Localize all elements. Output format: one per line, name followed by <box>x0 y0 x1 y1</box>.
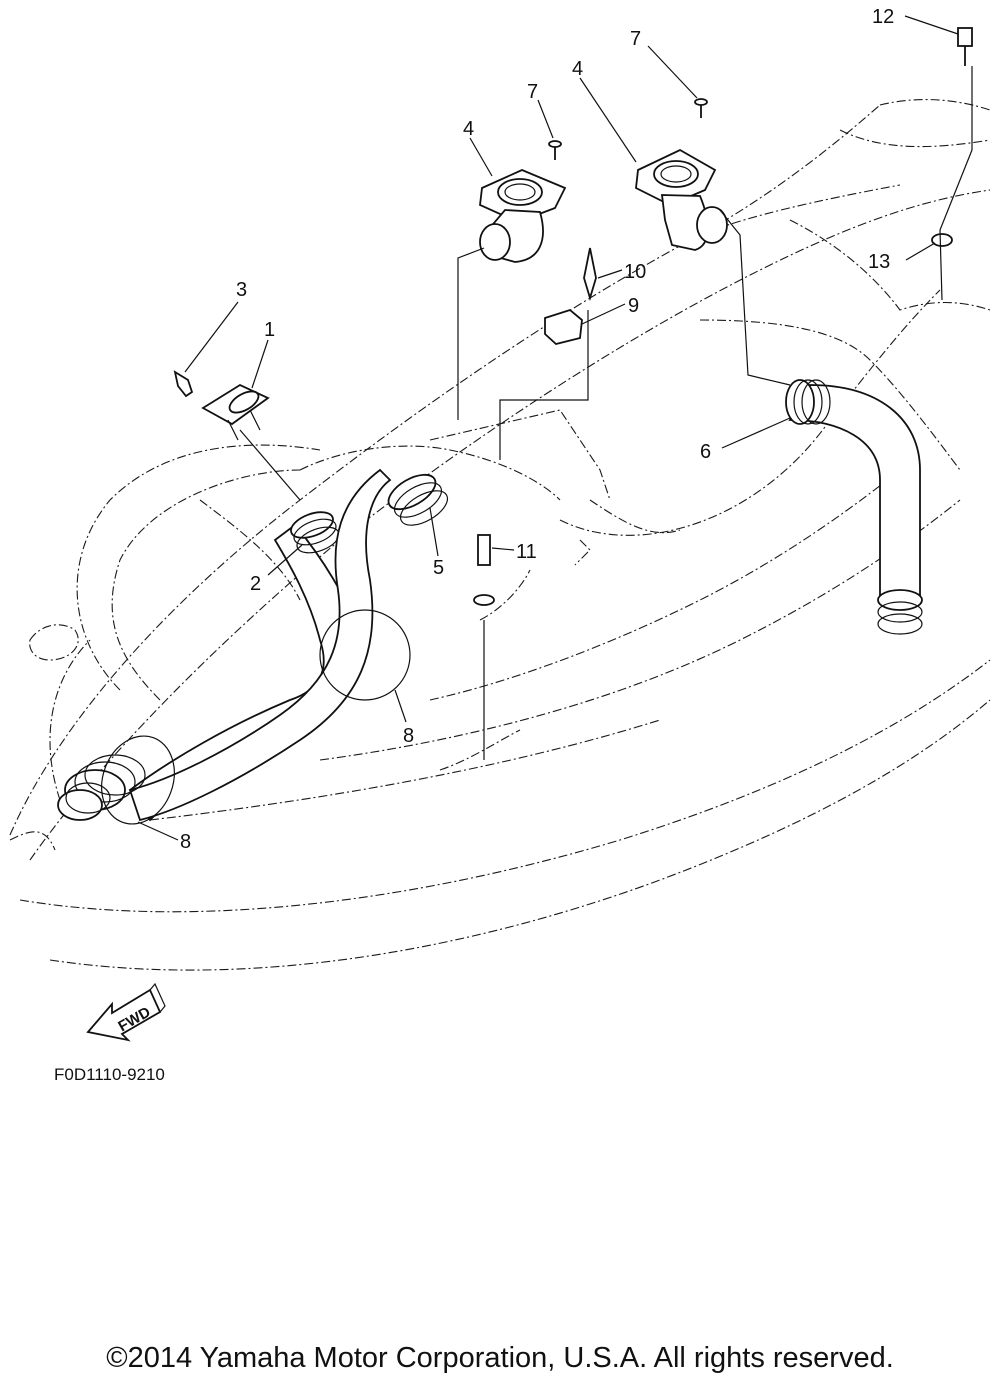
part-12-cap <box>957 27 973 66</box>
part-13-clip <box>931 229 953 301</box>
part-4-elbow-left <box>479 169 567 263</box>
hose-bellows-front <box>57 754 146 821</box>
callout-3: 3 <box>236 279 247 301</box>
figure-code: F0D1110-9210 <box>54 1065 165 1084</box>
part-4-elbow-right <box>635 148 728 251</box>
callout-7-right: 7 <box>630 28 641 50</box>
part-8-band-upper <box>319 609 411 701</box>
copyright-notice: ©2014 Yamaha Motor Corporation, U.S.A. A… <box>106 1342 894 1374</box>
part-8-band-lower <box>101 735 175 825</box>
callout-12: 12 <box>872 6 894 28</box>
part-9-fitting <box>544 308 583 345</box>
callout-13: 13 <box>868 251 890 273</box>
part-10-pin <box>583 247 597 302</box>
callout-1: 1 <box>264 319 275 341</box>
callouts: 1 2 3 4 4 5 6 7 7 8 8 9 10 11 12 13 <box>180 6 894 853</box>
part-7-screw-right <box>694 98 708 118</box>
leader-lines <box>137 15 959 841</box>
forward-direction-arrow: FWD <box>86 982 166 1042</box>
assembly-lines <box>239 66 973 501</box>
callout-4-left: 4 <box>463 118 474 140</box>
part-5-hose <box>128 468 449 822</box>
callout-6: 6 <box>700 441 711 463</box>
part-6-hose <box>785 379 923 635</box>
callout-7-left: 7 <box>527 81 538 103</box>
callout-11: 11 <box>516 541 537 563</box>
callout-2: 2 <box>250 573 261 595</box>
part-11-hose-piece <box>473 534 495 760</box>
callout-8-upper: 8 <box>403 725 414 747</box>
callout-9: 9 <box>628 295 639 317</box>
callout-8-lower: 8 <box>180 831 191 853</box>
part-3-plug <box>173 370 194 398</box>
callout-5: 5 <box>433 557 444 579</box>
callout-4-right: 4 <box>572 58 583 80</box>
hull-outline <box>9 99 991 971</box>
callout-10: 10 <box>624 261 646 283</box>
part-1-flange <box>201 383 270 441</box>
part-7-screw-left <box>548 140 562 160</box>
